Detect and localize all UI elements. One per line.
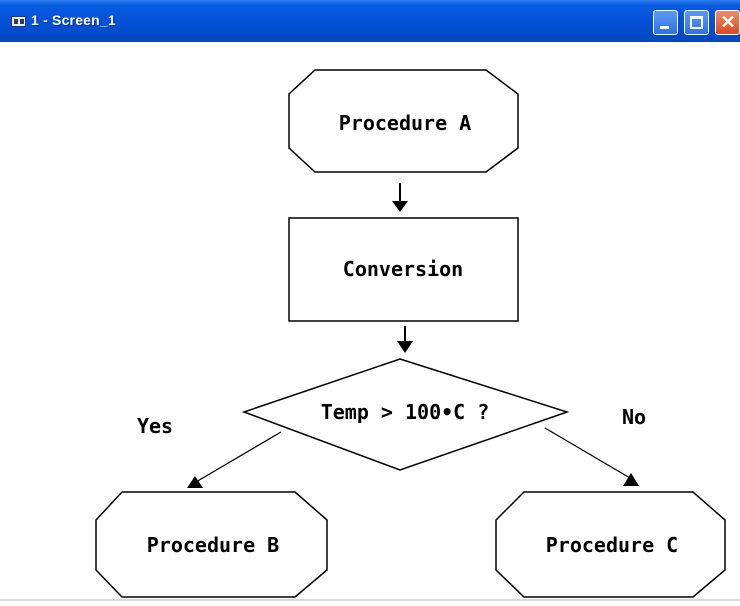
window-bottom-edge [0,599,740,601]
title-bar[interactable]: 1 - Screen_1 ✕ [0,0,740,42]
procedure-b-label: Procedure B [147,533,279,557]
decision-label: Temp > 100•C ? [321,400,490,424]
window-icon[interactable] [11,16,26,27]
no-branch-arrow [544,427,639,486]
decision-node: Temp > 100•C ? [241,358,570,471]
procedure-b-node: Procedure B [95,491,328,598]
arrow-a-to-conversion [392,183,408,212]
procedure-a-node: Procedure A [288,69,519,173]
yes-label: Yes [137,414,173,438]
no-label: No [622,405,646,429]
maximize-icon [690,16,703,29]
conversion-node: Conversion [288,217,519,322]
window-title: 1 - Screen_1 [31,12,116,28]
screen-canvas: Procedure A Conversion Temp > 100•C ? [0,42,740,601]
minimize-button[interactable] [653,10,678,35]
close-button[interactable]: ✕ [715,10,740,35]
minimize-icon [660,26,669,29]
procedure-a-label: Procedure A [339,111,471,135]
conversion-label: Conversion [343,257,463,281]
procedure-c-label: Procedure C [546,533,678,557]
maximize-button[interactable] [684,10,709,35]
arrow-conversion-to-decision [397,326,413,353]
close-icon: ✕ [720,12,736,32]
flowchart: Procedure A Conversion Temp > 100•C ? [95,69,726,598]
procedure-c-node: Procedure C [495,491,726,598]
yes-branch-arrow [187,431,282,488]
